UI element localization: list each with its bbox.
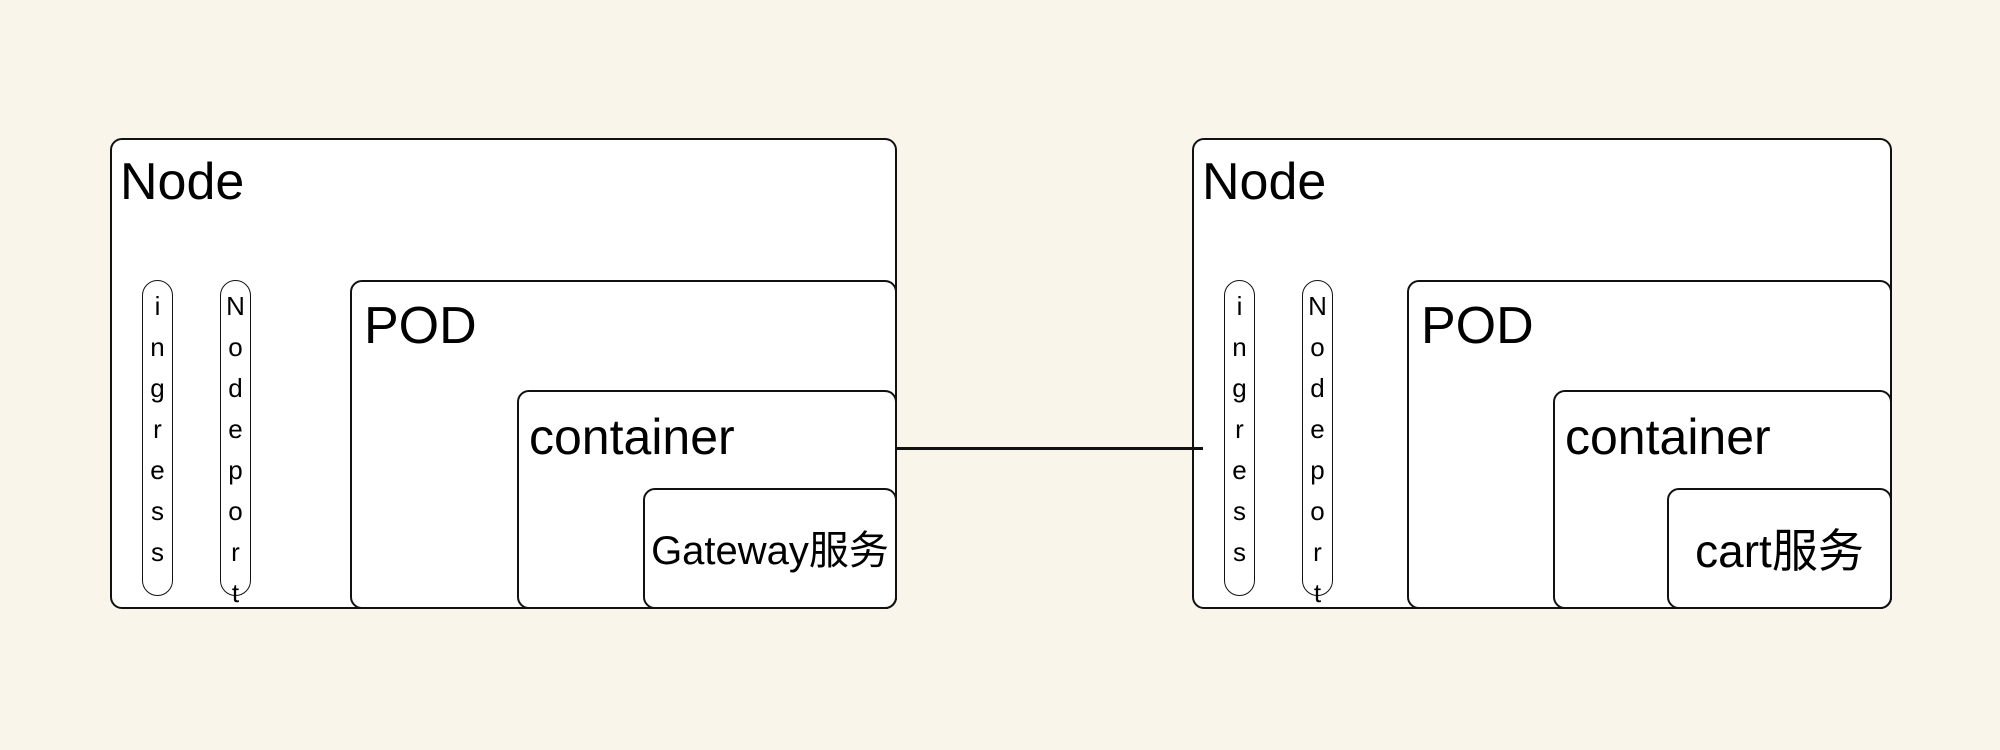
node-2-pod-title: POD — [1421, 297, 1534, 355]
node-connector-line[interactable] — [897, 447, 1203, 450]
node-2-title: Node — [1202, 153, 1327, 211]
nodeport-label: Nodeport — [1302, 291, 1333, 619]
node-2-container-title: container — [1565, 409, 1771, 465]
node-1-container-title: container — [529, 409, 735, 465]
node-2-service-box[interactable]: cart服务 — [1667, 488, 1892, 609]
node-1-pod-box[interactable]: POD container Gateway服务 — [350, 280, 897, 609]
gateway-service-label: Gateway服务 — [651, 528, 889, 573]
node-1-box[interactable]: Node ingress Nodeport POD container Gate… — [110, 138, 897, 619]
node-1-title: Node — [120, 153, 245, 211]
node-1-container-box[interactable]: container Gateway服务 — [517, 390, 897, 609]
node-1-ingress-pill[interactable]: ingress — [142, 280, 173, 596]
nodeport-label: Nodeport — [220, 291, 251, 619]
node-2-nodeport-pill[interactable]: Nodeport — [1302, 280, 1333, 619]
cart-service-label: cart服务 — [1695, 524, 1864, 577]
node-2-pod-box[interactable]: POD container cart服务 — [1407, 280, 1892, 609]
node-1-pod-title: POD — [364, 297, 477, 355]
node-2-container-box[interactable]: container cart服务 — [1553, 390, 1892, 609]
node-2-ingress-pill[interactable]: ingress — [1224, 280, 1255, 596]
node-2-box[interactable]: Node ingress Nodeport POD container cart… — [1192, 138, 1892, 619]
ingress-label: ingress — [1224, 291, 1255, 578]
node-1-service-box[interactable]: Gateway服务 — [643, 488, 897, 609]
ingress-label: ingress — [142, 291, 173, 578]
node-1-nodeport-pill[interactable]: Nodeport — [220, 280, 251, 619]
